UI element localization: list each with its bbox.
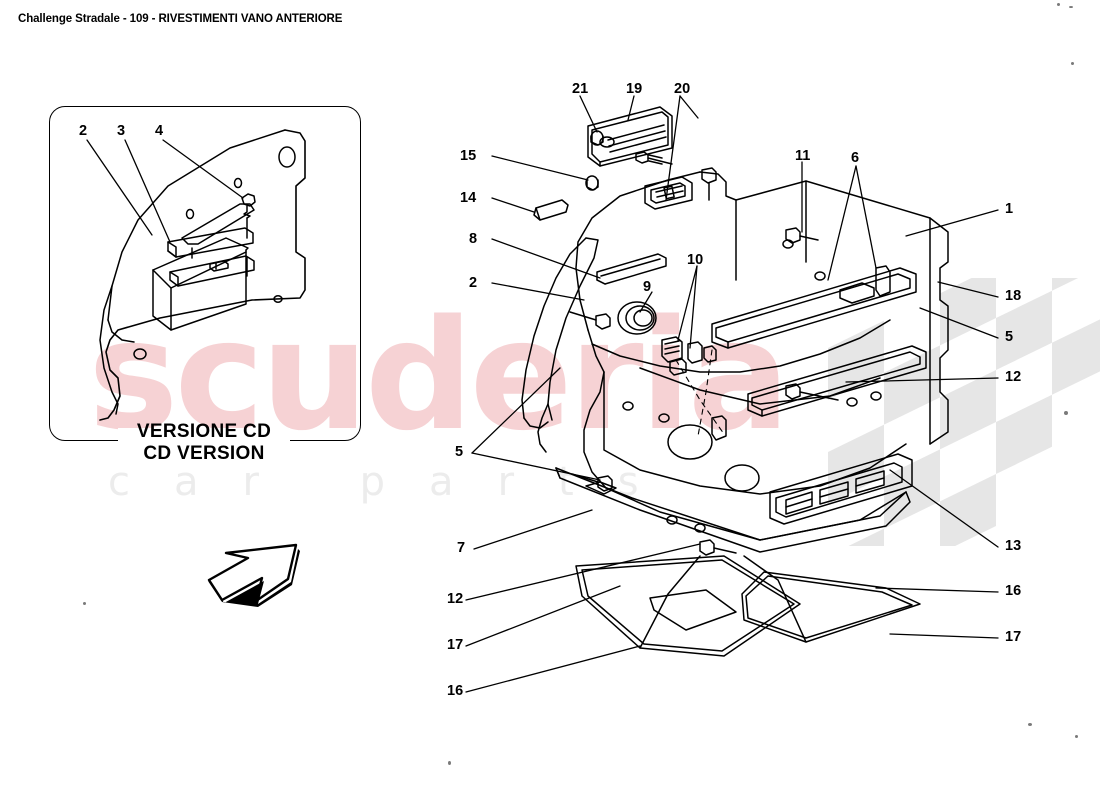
part-14-pad xyxy=(534,200,568,220)
part-16-right-mat xyxy=(742,572,920,642)
inset-callout-3: 3 xyxy=(117,123,126,139)
callout-14: 14 xyxy=(460,190,477,206)
callout-20: 20 xyxy=(674,81,691,97)
inset-caption-line-1: VERSIONE CD xyxy=(136,421,272,442)
callout-16-left: 16 xyxy=(447,683,464,699)
callout-2: 2 xyxy=(469,275,478,291)
page-title: Challenge Stradale - 109 - RIVESTIMENTI … xyxy=(18,13,343,25)
body-main-panel xyxy=(576,172,948,540)
callout-5-left: 5 xyxy=(455,444,464,460)
callout-5-right: 5 xyxy=(1005,329,1014,345)
callout-19: 19 xyxy=(626,81,643,97)
part-9-bezel xyxy=(618,302,656,334)
inset-caption: VERSIONE CD CD VERSION xyxy=(49,421,359,465)
part-8-pad xyxy=(597,254,666,284)
callout-10: 10 xyxy=(687,252,704,268)
callout-16-right: 16 xyxy=(1005,583,1022,599)
scan-speckle xyxy=(1075,735,1078,738)
inset-callout-2: 2 xyxy=(79,123,88,139)
main-assembly-artwork xyxy=(466,96,998,692)
callout-18: 18 xyxy=(1005,288,1022,304)
callout-9: 9 xyxy=(643,279,652,295)
part-19-vent-grille xyxy=(588,107,672,166)
callout-11: 11 xyxy=(795,148,811,164)
part-15-grommet xyxy=(586,176,598,190)
scan-speckle xyxy=(1028,723,1032,726)
callout-8: 8 xyxy=(469,231,478,247)
leader-lines xyxy=(466,96,998,692)
part-20-screw xyxy=(636,152,672,164)
orientation-arrow-shape xyxy=(208,545,300,607)
part-5-upper-rail xyxy=(712,268,916,348)
callout-12-left: 12 xyxy=(447,591,464,607)
scan-speckle xyxy=(448,761,451,765)
callout-1: 1 xyxy=(1005,201,1014,217)
part-10-connectors xyxy=(662,337,716,375)
inset-callout-4: 4 xyxy=(155,123,164,139)
scan-speckle xyxy=(1069,6,1073,8)
part-17-left-mat xyxy=(576,556,800,656)
callout-7: 7 xyxy=(457,540,466,556)
callout-15: 15 xyxy=(460,148,477,164)
part-12-mid-rail xyxy=(748,346,926,416)
part-7-floor-tray xyxy=(556,468,910,552)
scan-speckle xyxy=(83,602,86,605)
part-2-left-trim xyxy=(522,238,598,452)
inset-cd-version-frame xyxy=(49,106,361,441)
callout-6: 6 xyxy=(851,150,860,166)
callout-12-right: 12 xyxy=(1005,369,1022,385)
inset-cd-version-artwork xyxy=(87,130,305,420)
scan-speckle xyxy=(1057,3,1060,6)
callout-13: 13 xyxy=(1005,538,1022,554)
part-13-sill-trim xyxy=(770,454,912,524)
callout-17-left: 17 xyxy=(447,637,464,653)
scan-speckle xyxy=(1071,62,1074,65)
inset-caption-line-2: CD VERSION xyxy=(143,442,265,464)
part-21-grommet xyxy=(591,131,603,145)
scan-speckle xyxy=(1064,411,1068,415)
callout-17-right: 17 xyxy=(1005,629,1022,645)
inset-caption-mask xyxy=(118,428,290,450)
callout-21: 21 xyxy=(572,81,589,97)
